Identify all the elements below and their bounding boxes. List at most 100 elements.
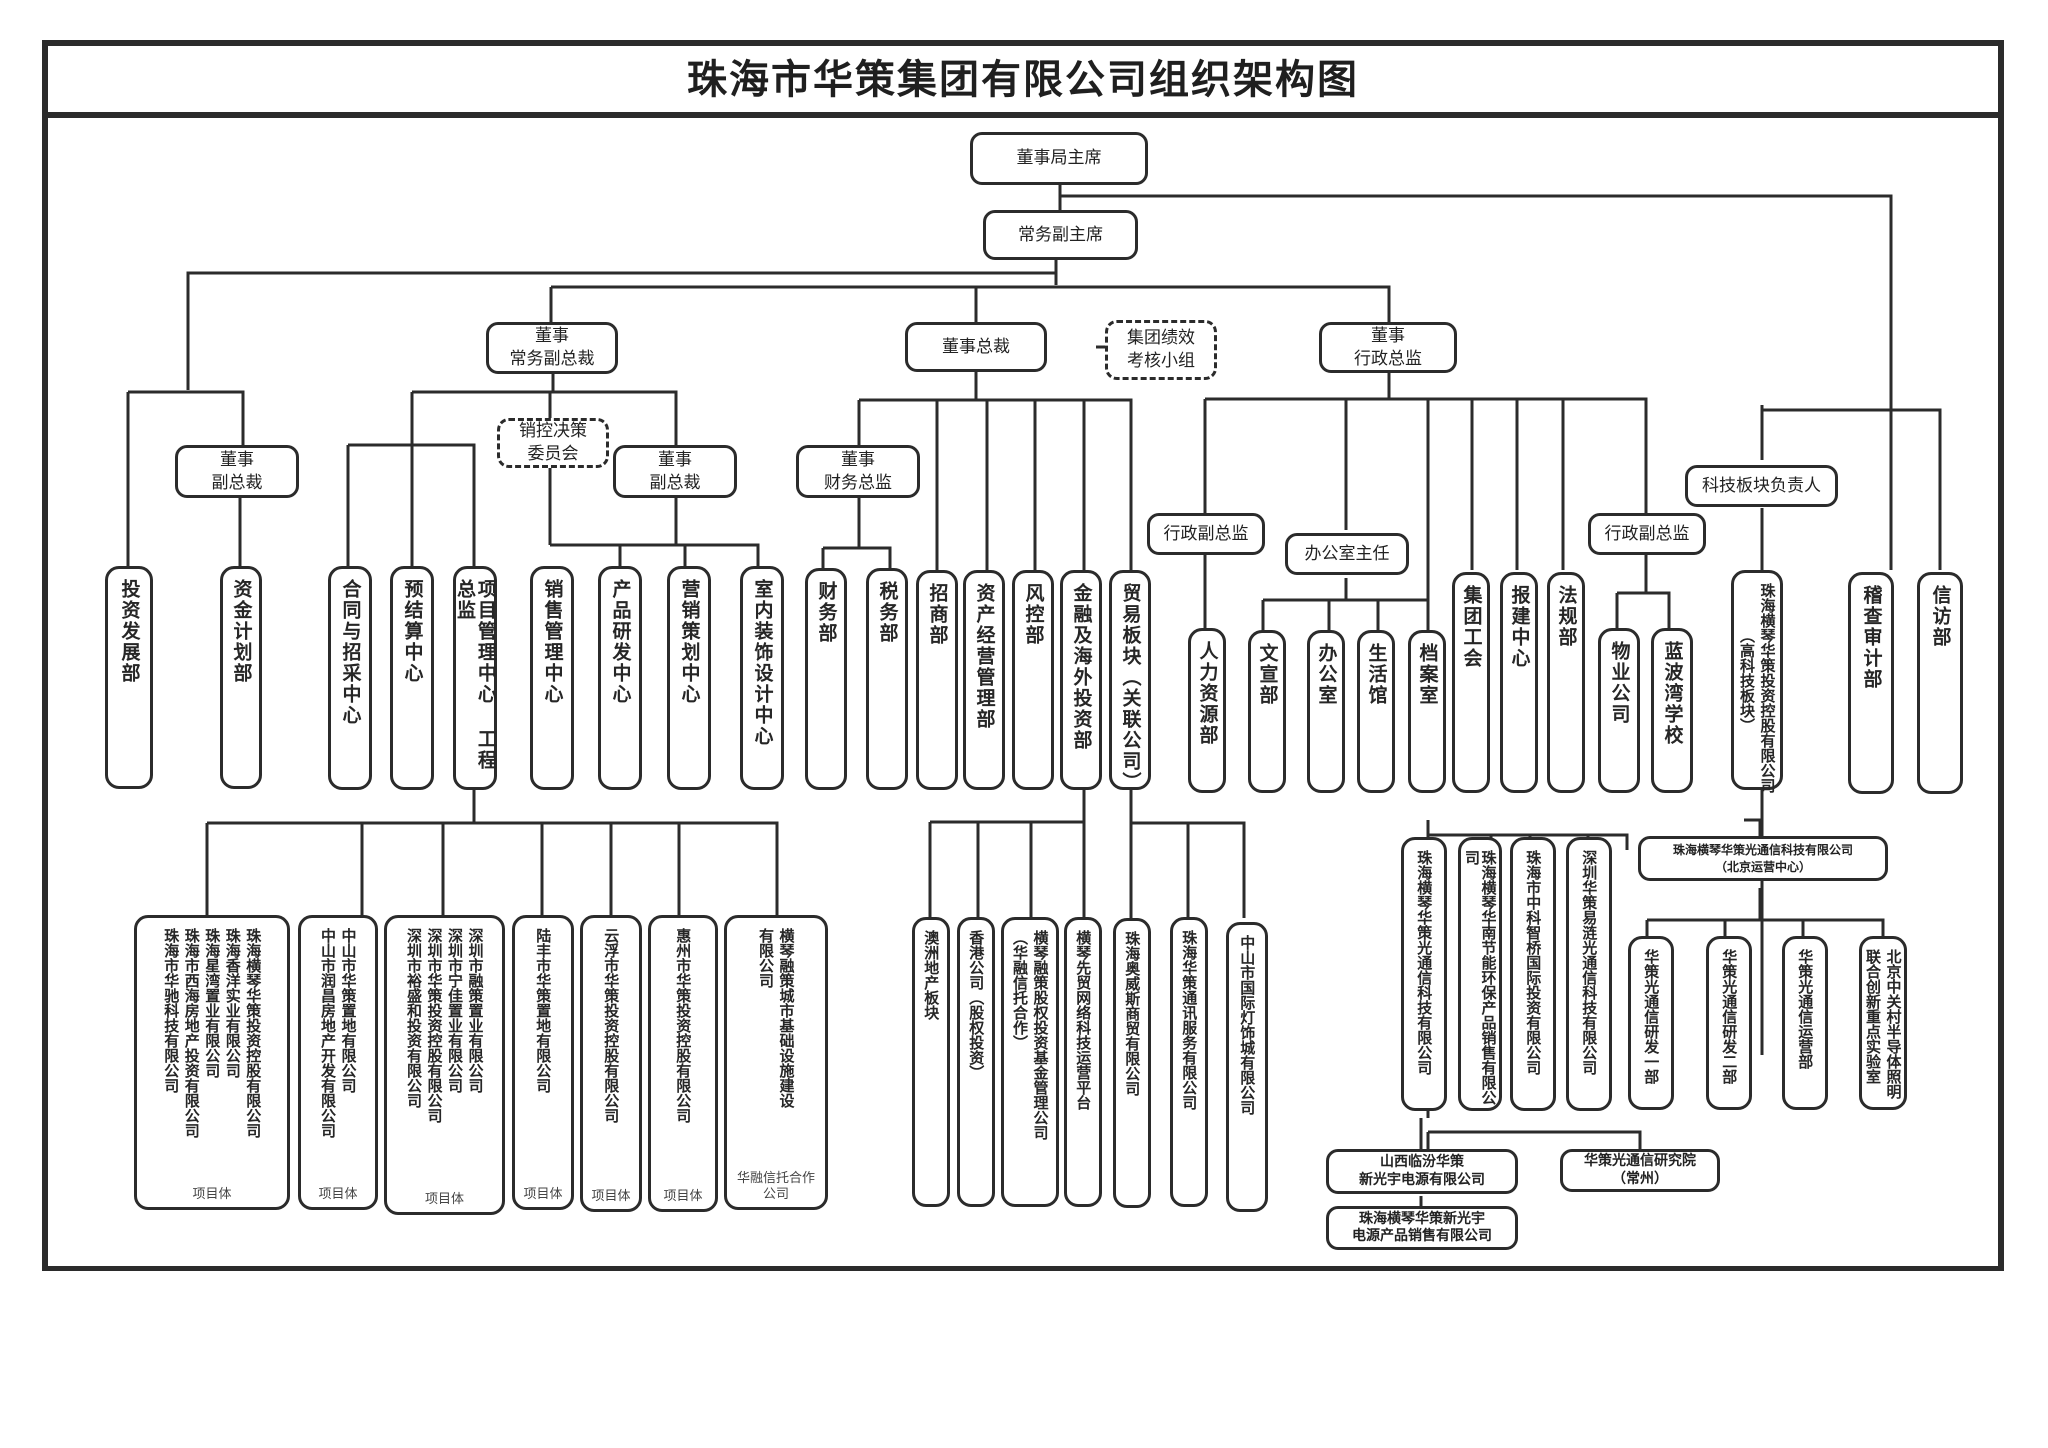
project-entity-hengqin[interactable]: 横琴融策城市基础设施建设 有限公司 华融信托合作公司 [724, 915, 828, 1210]
beijing-sub-rd2[interactable]: 华策光通信研发二部 [1706, 936, 1752, 1110]
dept-label: 人力资源部 [1196, 641, 1219, 746]
project-entity-lufeng[interactable]: 陆丰市华策置地有限公司 项目体 [512, 915, 574, 1210]
admin-deputy-1-box[interactable]: 行政副总监 [1147, 513, 1265, 555]
dept-label: 项目管理中心 工程总监 [454, 579, 497, 771]
beijing-sub-lab[interactable]: 北京中关村半导体照明 联合创新重点实验室 [1859, 936, 1907, 1110]
trade-sub-telecom[interactable]: 珠海华策通讯服务有限公司 [1170, 917, 1208, 1207]
vp-left-box[interactable]: 董事 副总裁 [175, 445, 299, 498]
company-name: 深圳市宁佳置业有限公司 [446, 928, 464, 1093]
company-name: 深圳市裕盛和投资有限公司 [405, 928, 423, 1108]
connector [1428, 1130, 1642, 1150]
dept-label: 财务部 [815, 581, 838, 644]
tech-sub-zhongke[interactable]: 珠海市中科智桥国际投资有限公司 [1510, 837, 1556, 1111]
dept-hr[interactable]: 人力资源部 [1188, 628, 1226, 793]
dept-sales-mgmt[interactable]: 销售管理中心 [530, 566, 574, 790]
fin-sub-fund[interactable]: 横琴融策股权投资基金管理公司 （华融信托合作） [1001, 917, 1059, 1207]
dept-investment-attract[interactable]: 招商部 [916, 570, 958, 790]
dept-finance[interactable]: 财务部 [805, 568, 847, 790]
company-name: 珠海华策通讯服务有限公司 [1180, 930, 1199, 1110]
entity-footer: 项目体 [591, 1188, 631, 1204]
dept-budget[interactable]: 预结算中心 [390, 566, 434, 790]
dept-audit[interactable]: 稽查审计部 [1848, 572, 1894, 794]
label-line: 董事 [841, 449, 875, 470]
dept-filing[interactable]: 报建中心 [1500, 572, 1538, 793]
exec-vice-chairman-label: 常务副主席 [1018, 224, 1103, 245]
dept-union[interactable]: 集团工会 [1452, 572, 1490, 793]
dept-label: 税务部 [876, 581, 899, 644]
tech-head-box[interactable]: 科技板块负责人 [1685, 465, 1838, 507]
label-line: 副总裁 [649, 472, 701, 493]
institute-box[interactable]: 华策光通信研究院 （常州） [1560, 1149, 1720, 1192]
fin-sub-platform[interactable]: 横琴先贸网络科技运营平台 [1064, 917, 1102, 1207]
tech-sub-shenzhen[interactable]: 深圳华策易涟光通信科技有限公司 [1566, 837, 1612, 1111]
dept-contract[interactable]: 合同与招采中心 [328, 566, 372, 790]
beijing-sub-rd1[interactable]: 华策光通信研发一部 [1628, 936, 1674, 1110]
project-entity-huizhou[interactable]: 惠州市华策投资控股有限公司 项目体 [648, 915, 718, 1212]
fin-sub-hongkong[interactable]: 香港公司（股权投资） [957, 917, 995, 1207]
connector [1428, 833, 1629, 850]
connector [1131, 821, 1246, 918]
admin-director-box[interactable]: 董事 行政总监 [1319, 322, 1457, 373]
connector [859, 398, 1133, 570]
tech-sub-optical[interactable]: 珠海横琴华策光通信科技有限公司 [1401, 837, 1447, 1111]
beijing-sub-ops[interactable]: 华策光通信运营部 [1782, 936, 1828, 1110]
label-line: 董事 [658, 449, 692, 470]
project-entity-yunfu[interactable]: 云浮市华策投资控股有限公司 项目体 [580, 915, 642, 1212]
perf-group-box[interactable]: 集团绩效 考核小组 [1105, 320, 1217, 380]
connector [186, 271, 1056, 390]
sales-committee-box[interactable]: 销控决策 委员会 [497, 418, 609, 468]
label-line: 财务总监 [824, 472, 892, 493]
dept-tax[interactable]: 税务部 [866, 568, 908, 790]
dept-label: 室内装饰设计中心 [751, 579, 774, 747]
tech-sub-energy[interactable]: 珠海横琴华南节能环保产品销售有限公司 [1458, 837, 1502, 1111]
dept-fund-plan[interactable]: 资金计划部 [220, 566, 262, 789]
dept-archive[interactable]: 档案室 [1408, 630, 1446, 793]
chairman-box[interactable]: 董事局主席 [970, 132, 1148, 185]
sales-co-box[interactable]: 珠海横琴华策新光宇 电源产品销售有限公司 [1326, 1206, 1518, 1250]
dept-office[interactable]: 办公室 [1307, 630, 1345, 793]
dept-risk[interactable]: 风控部 [1012, 570, 1054, 790]
president-box[interactable]: 董事总裁 [905, 322, 1047, 372]
fin-sub-australia[interactable]: 澳洲地产板块 [912, 917, 950, 1207]
trade-sub-aoweisi[interactable]: 珠海奥威斯商贸有限公司 [1113, 918, 1151, 1208]
exec-vice-chairman-box[interactable]: 常务副主席 [983, 210, 1138, 260]
dept-label: 资金计划部 [230, 579, 253, 684]
dept-marketing[interactable]: 营销策划中心 [667, 566, 711, 790]
dept-project-mgmt[interactable]: 项目管理中心 工程总监 [453, 566, 497, 790]
shanxi-co-box[interactable]: 山西临汾华策 新光宇电源有限公司 [1326, 1149, 1518, 1194]
dept-label: 投资发展部 [118, 579, 141, 684]
dept-asset-mgmt[interactable]: 资产经营管理部 [963, 570, 1005, 790]
project-entity-shenzhen[interactable]: 深圳市融策置业有限公司 深圳市宁佳置业有限公司 深圳市华策投资控股有限公司 深圳… [384, 915, 505, 1215]
dept-property[interactable]: 物业公司 [1598, 628, 1640, 793]
dept-trade[interactable]: 贸易板块（关联公司） [1109, 570, 1151, 793]
label-line: 副总裁 [211, 472, 263, 493]
dept-interior[interactable]: 室内装饰设计中心 [740, 566, 784, 790]
dept-legal[interactable]: 法规部 [1547, 572, 1585, 793]
label: 办公室主任 [1304, 543, 1390, 564]
trade-sub-lighting[interactable]: 中山市国际灯饰城有限公司 [1226, 922, 1268, 1212]
company-name: 澳洲地产板块 [922, 930, 941, 1020]
vp-sales-box[interactable]: 董事 副总裁 [613, 445, 737, 498]
exec-vp-director-box[interactable]: 董事 常务副总裁 [486, 322, 618, 374]
dept-label: 贸易板块（关联公司） [1119, 583, 1142, 793]
cfo-box[interactable]: 董事 财务总监 [796, 445, 920, 498]
project-entity-zhuhai[interactable]: 珠海横琴华策投资控股有限公司 珠海香洋实业有限公司 珠海星湾置业有限公司 珠海市… [134, 915, 290, 1210]
label-line: 委员会 [527, 444, 579, 464]
dept-tech-holding[interactable]: 珠海横琴华策投资控股有限公司 （高科技板块） [1731, 570, 1783, 793]
dept-label: 文宣部 [1256, 643, 1279, 706]
company-name: 珠海香洋实业有限公司 [223, 928, 242, 1078]
dept-school[interactable]: 蓝波湾学校 [1651, 628, 1693, 793]
dept-living[interactable]: 生活馆 [1357, 630, 1395, 793]
project-entity-zhongshan[interactable]: 中山市华策置地有限公司 中山市润昌房地产开发有限公司 项目体 [298, 915, 378, 1210]
dept-publicity[interactable]: 文宣部 [1248, 630, 1286, 793]
dept-petition[interactable]: 信访部 [1917, 572, 1963, 794]
office-director-box[interactable]: 办公室主任 [1285, 533, 1409, 575]
dept-fin-overseas[interactable]: 金融及海外投资部 [1060, 570, 1102, 790]
dept-invest-dev[interactable]: 投资发展部 [105, 566, 153, 789]
dept-product-rd[interactable]: 产品研发中心 [598, 566, 642, 790]
label-line: 董事 [535, 326, 569, 347]
dept-label: 销售管理中心 [541, 579, 564, 705]
beijing-center-box[interactable]: 珠海横琴华策光通信科技有限公司 （北京运营中心） [1638, 836, 1888, 881]
connector [1060, 194, 1893, 410]
admin-deputy-2-box[interactable]: 行政副总监 [1588, 513, 1706, 555]
